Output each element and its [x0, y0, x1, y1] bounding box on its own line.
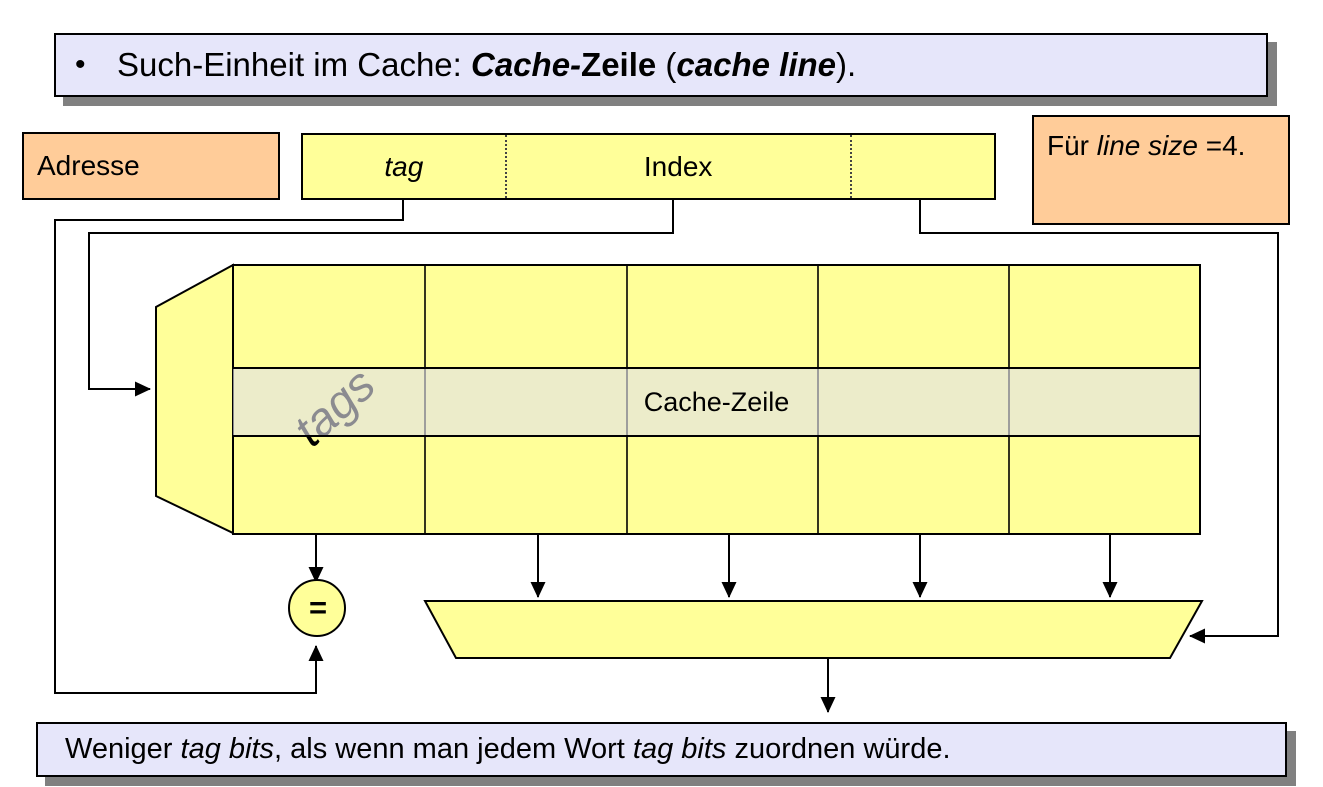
- cache-line-label: Cache-Zeile: [643, 386, 790, 417]
- address-field-offset: [849, 135, 994, 198]
- cache-line-highlight-row: [233, 367, 1200, 437]
- mux-trapezoid: [423, 600, 1204, 659]
- connector-offset-to-mux: [919, 200, 1279, 644]
- title-text: Such-Einheit im Cache: Cache-Zeile (cach…: [117, 46, 857, 83]
- adresse-label: Adresse: [37, 150, 140, 181]
- connector-index-to-tags: [88, 200, 674, 397]
- bottom-text: Weniger tag bits, als wenn man jedem Wor…: [65, 733, 951, 765]
- line-size-note-text: Für line size =4.: [1047, 130, 1246, 161]
- line-size-note-box: Für line size =4.: [1032, 115, 1290, 225]
- address-field-tag: tag: [384, 150, 424, 182]
- comparator-circle: [288, 579, 346, 637]
- title-box: • Such-Einheit im Cache: Cache-Zeile (ca…: [54, 33, 1268, 97]
- address-bar: tag Index: [301, 133, 996, 200]
- address-field-index: Index: [504, 135, 850, 198]
- bullet-icon: •: [75, 48, 86, 81]
- tags-hexagon: [155, 263, 234, 535]
- connector-tag-to-comparator: [54, 200, 404, 694]
- bottom-box: Weniger tag bits, als wenn man jedem Wor…: [36, 722, 1287, 777]
- equals-label: =: [308, 590, 328, 625]
- adresse-box: Adresse: [22, 132, 280, 200]
